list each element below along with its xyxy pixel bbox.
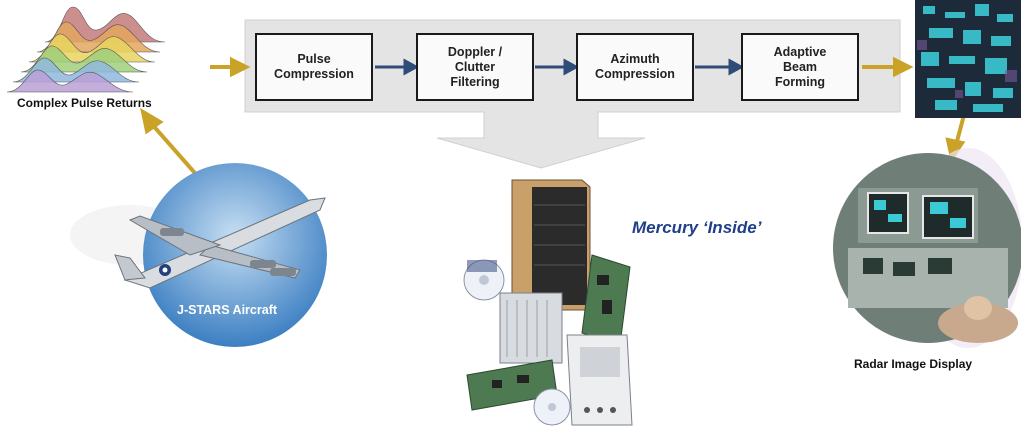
- mercury-inside-caption: Mercury ‘Inside’: [632, 218, 762, 237]
- aircraft-photo-icon: [70, 163, 327, 347]
- radar-image-display-label: Radar Image Display: [854, 357, 973, 371]
- waveform-stack-icon: [6, 6, 166, 93]
- stage-adaptive-beam-forming: Adaptive Beam Forming: [741, 33, 859, 101]
- complex-pulse-returns-label: Complex Pulse Returns: [17, 96, 152, 110]
- computer-hardware-icon: [463, 179, 633, 426]
- radar-image-icon: [915, 0, 1021, 118]
- flow-arrows: [375, 58, 745, 76]
- stage-azimuth-compression: Azimuth Compression: [576, 33, 694, 101]
- stage-doppler-clutter-filtering: Doppler / Clutter Filtering: [416, 33, 534, 101]
- stage-pulse-compression: Pulse Compression: [255, 33, 373, 101]
- down-arrow-shape: [244, 19, 901, 169]
- jstars-aircraft-label: J-STARS Aircraft: [177, 303, 278, 317]
- radar-console-photo-icon: [833, 148, 1021, 348]
